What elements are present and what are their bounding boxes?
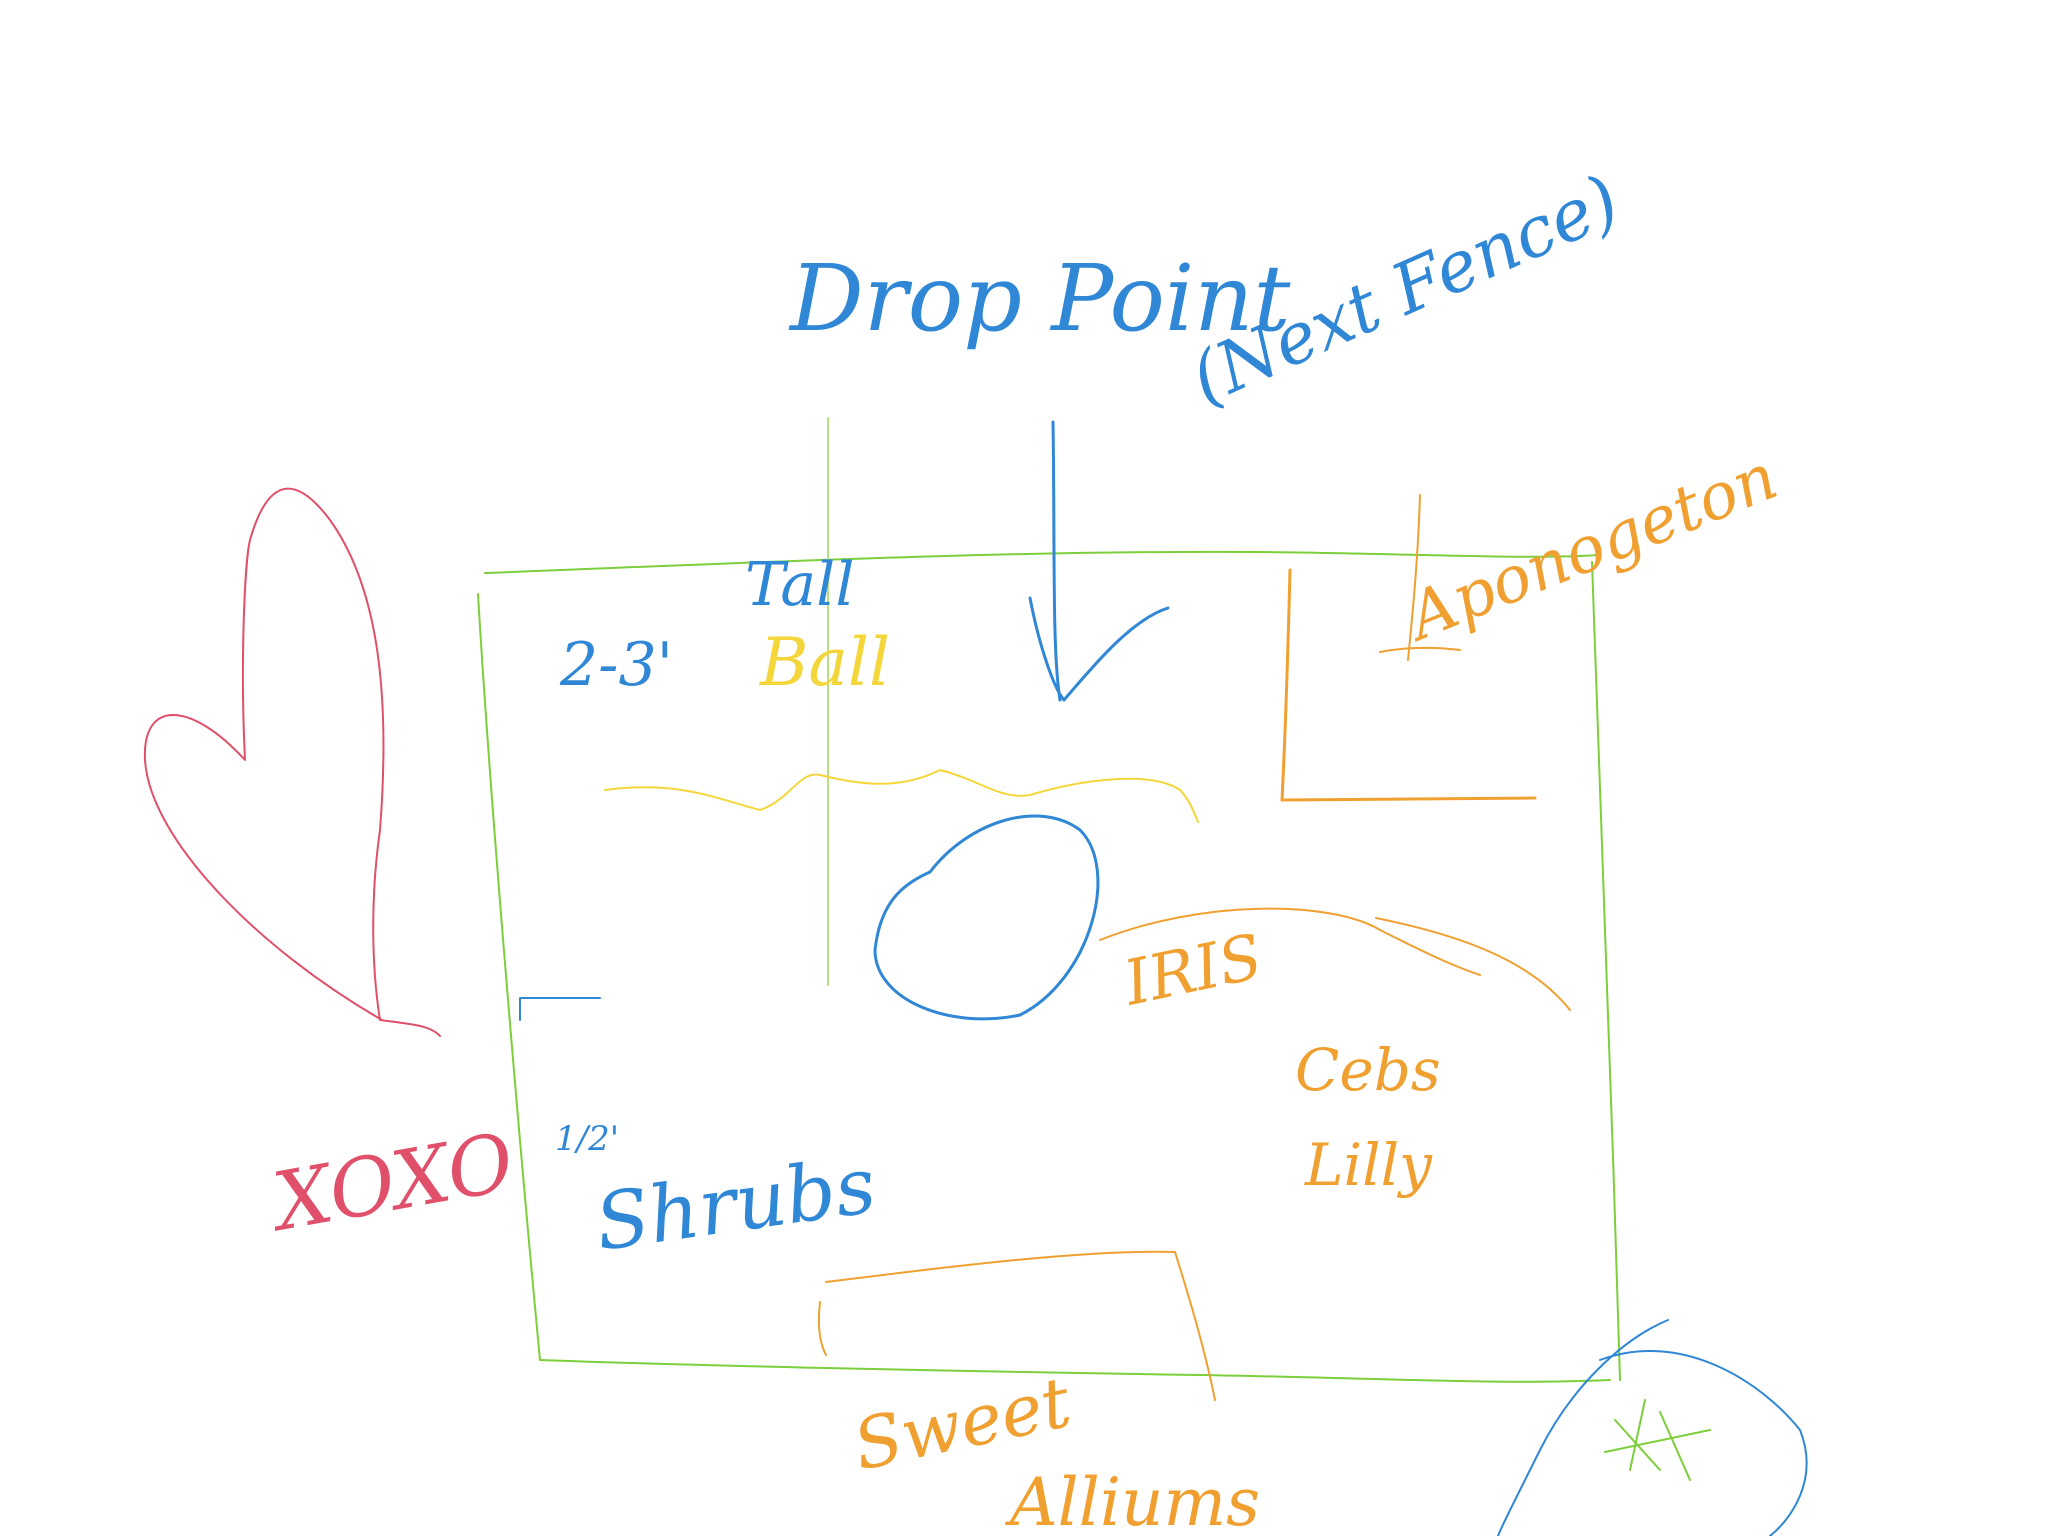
lilly-label: Lilly bbox=[1304, 1131, 1433, 1199]
corner-curve bbox=[1497, 1319, 1808, 1536]
iris-label: IRIS bbox=[1117, 920, 1268, 1020]
pond-circle bbox=[873, 814, 1100, 1021]
aponogeton-label: Aponogeton bbox=[1394, 440, 1788, 656]
ball-label: Ball bbox=[759, 624, 890, 701]
cebs-label: Cebs bbox=[1295, 1036, 1441, 1104]
aponogeton-bracket bbox=[1280, 568, 1537, 802]
drop-point-label: Drop Point bbox=[788, 245, 1292, 352]
height-short-label: 1/2' bbox=[555, 1119, 619, 1159]
tall-label: Tall bbox=[745, 550, 855, 620]
xoxo-label: XOXO bbox=[261, 1115, 520, 1249]
scribble-mark bbox=[1604, 1399, 1711, 1481]
iris-swoosh bbox=[1099, 907, 1571, 1011]
shrub-marker bbox=[519, 997, 601, 1021]
alliums-bracket bbox=[817, 1250, 1216, 1401]
wavy-line bbox=[604, 769, 1199, 823]
garden-border bbox=[477, 550, 1621, 1383]
height-label: 2-3' bbox=[559, 630, 673, 700]
aponogeton-stem bbox=[1379, 494, 1461, 661]
alliums-label: Alliums bbox=[1004, 1464, 1260, 1536]
shrubs-label: Shrubs bbox=[590, 1141, 881, 1269]
drop-arrow bbox=[1028, 420, 1170, 702]
heart-icon bbox=[143, 487, 441, 1037]
